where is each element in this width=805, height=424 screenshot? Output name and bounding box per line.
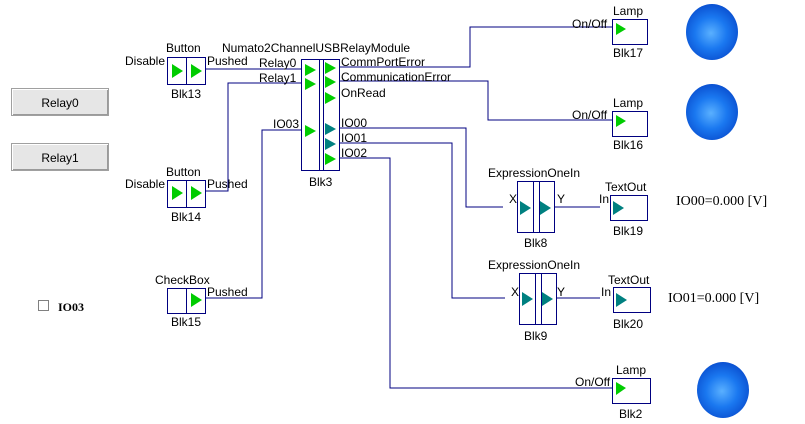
blk19-type: TextOut — [605, 180, 647, 194]
io03-checkbox-label: IO03 — [58, 300, 85, 314]
blk19-textout-block[interactable] — [610, 195, 648, 221]
blk17-type: Lamp — [613, 4, 644, 18]
blk8-type: ExpressionOneIn — [488, 166, 581, 180]
blk3-out-onread: OnRead — [341, 86, 386, 100]
blk2-name: Blk2 — [619, 407, 643, 421]
blk14-out-label: Pushed — [207, 177, 248, 191]
blk3-in-relay0: Relay0 — [259, 56, 297, 70]
blk2-type: Lamp — [616, 363, 647, 377]
blk17-lamp-block[interactable] — [612, 19, 648, 45]
blk15-out-label: Pushed — [207, 285, 248, 299]
blk2-in-label: On/Off — [575, 375, 611, 389]
blk9-pins — [522, 292, 553, 306]
blk16-in-label: On/Off — [572, 108, 608, 122]
blk16-lamp-block[interactable] — [612, 111, 648, 137]
relay1-button[interactable]: Relay1 — [11, 143, 109, 171]
blk16-name: Blk16 — [613, 138, 644, 152]
blk13-out-label: Pushed — [207, 54, 248, 68]
blk3-out-communicationerror: CommunicationError — [341, 70, 452, 84]
blk14-name: Blk14 — [171, 210, 202, 224]
io03-checkbox[interactable] — [38, 300, 49, 311]
blk16-type: Lamp — [613, 96, 644, 110]
blk20-textout-block[interactable] — [613, 287, 651, 313]
blk14-button-block[interactable] — [167, 180, 206, 208]
blk3-in-io03: IO03 — [273, 117, 300, 131]
blk15-checkbox-block[interactable] — [167, 288, 206, 314]
blk14-pins — [172, 186, 202, 200]
blk13-pins — [172, 64, 202, 78]
blk17-lamp-light — [686, 4, 738, 60]
blk9-expression-block[interactable] — [519, 273, 557, 325]
blk3-relay-module-block[interactable] — [301, 59, 340, 171]
blk3-out-io01: IO01 — [341, 131, 368, 145]
blk16-lamp-light — [686, 84, 738, 140]
blk15-type: CheckBox — [155, 273, 210, 287]
blk17-name: Blk17 — [613, 46, 644, 60]
blk3-out-io02: IO02 — [341, 146, 368, 160]
blk20-pins — [616, 293, 627, 307]
blk16-pins — [616, 115, 626, 127]
blk2-lamp-light — [697, 362, 749, 418]
blk3-type: Numato2ChannelUSBRelayModule — [222, 41, 411, 55]
io01-readout: IO01=0.000 [V] — [668, 291, 760, 306]
blk9-out-label: Y — [557, 285, 566, 299]
blk20-name: Blk20 — [613, 317, 644, 331]
blk17-pins — [616, 23, 626, 35]
blk14-type: Button — [166, 165, 201, 179]
blk13-button-block[interactable] — [167, 57, 206, 85]
relay0-button[interactable]: Relay0 — [11, 88, 109, 116]
blk9-name: Blk9 — [524, 329, 548, 343]
blk17-in-label: On/Off — [572, 17, 608, 31]
blk19-pins — [613, 201, 624, 215]
blk14-in-label: Disable — [125, 177, 166, 191]
blk2-pins — [616, 382, 626, 395]
blk13-type: Button — [166, 41, 201, 55]
blk19-in-label: In — [599, 192, 610, 206]
blk3-pins — [305, 62, 336, 165]
blk20-type: TextOut — [608, 273, 650, 287]
blk3-in-relay1: Relay1 — [259, 71, 297, 85]
io00-readout: IO00=0.000 [V] — [676, 194, 768, 209]
blk8-in-label: X — [509, 192, 518, 206]
blk19-name: Blk19 — [613, 224, 644, 238]
blk3-out-commporterror: CommPortError — [341, 55, 426, 69]
blk2-lamp-block[interactable] — [612, 378, 651, 404]
blk13-in-label: Disable — [125, 54, 166, 68]
blk8-expression-block[interactable] — [517, 181, 555, 233]
blk20-in-label: In — [601, 285, 612, 299]
blk8-out-label: Y — [557, 192, 566, 206]
blk8-pins — [520, 201, 551, 215]
blk3-name: Blk3 — [309, 175, 333, 189]
blk9-type: ExpressionOneIn — [488, 258, 581, 272]
blk15-pins — [191, 293, 202, 307]
blk15-name: Blk15 — [171, 315, 202, 329]
blk8-name: Blk8 — [524, 236, 548, 250]
blk13-name: Blk13 — [171, 87, 202, 101]
blk3-out-io00: IO00 — [341, 116, 368, 130]
blk9-in-label: X — [511, 285, 520, 299]
